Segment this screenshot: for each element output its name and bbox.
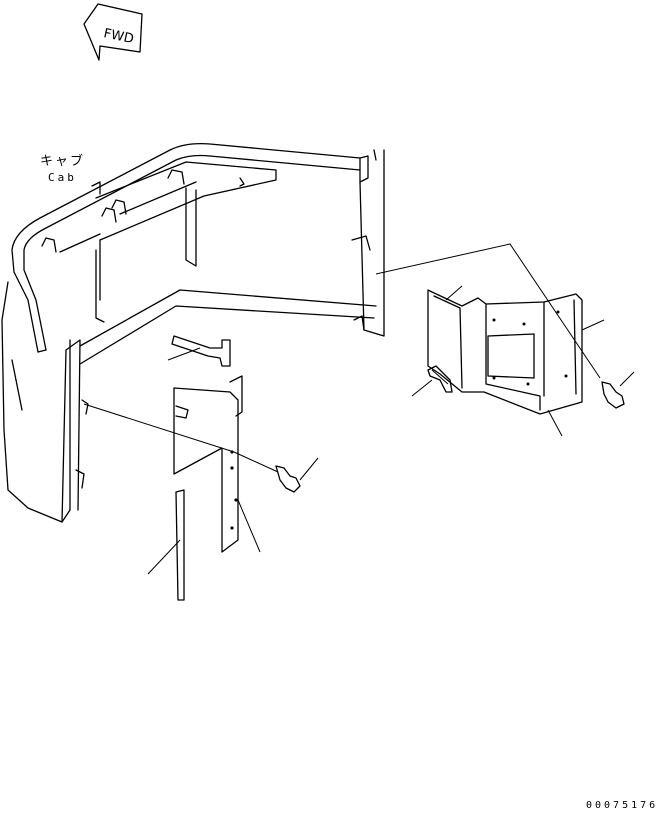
left-cover-plate — [173, 375, 243, 553]
fwd-arrow-icon: FWD — [83, 3, 143, 61]
cab-label-japanese: キャブ — [40, 154, 86, 169]
cab-frame — [1, 142, 385, 523]
small-bracket — [167, 335, 231, 367]
left-seal-strip — [147, 489, 185, 601]
left-bolt — [83, 403, 319, 553]
right-cover-plate — [427, 289, 583, 415]
document-number: 00075176 — [586, 800, 659, 811]
right-seal-strip — [411, 365, 453, 397]
right-bolt — [375, 243, 635, 437]
cab-label-english: Cab — [48, 171, 77, 184]
fwd-label: FWD — [102, 26, 135, 47]
